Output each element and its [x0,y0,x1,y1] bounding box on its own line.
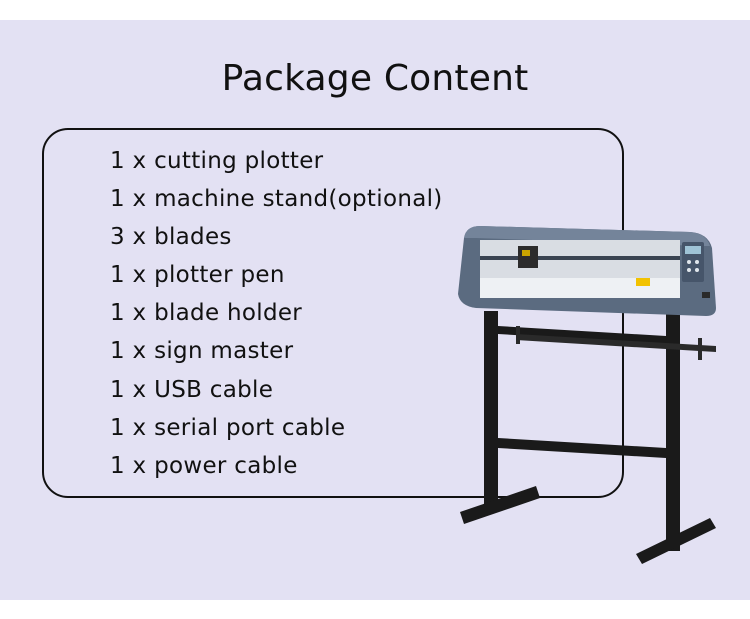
package-item-list: 1 x cutting plotter 1 x machine stand(op… [110,142,443,485]
list-item: 1 x cutting plotter [110,148,324,174]
page-title: Package Content [221,58,529,99]
list-item: 1 x plotter pen [110,262,285,289]
list-item: 1 x machine stand(optional) [110,186,443,213]
list-item: 1 x blade holder [110,300,303,327]
list-item: 1 x sign master [110,338,294,365]
list-item: 1 x serial port cable [110,414,346,441]
plotter-body-icon [458,226,716,316]
list-item: 1 x USB cable [110,376,274,403]
stand-icon [460,311,716,564]
banner-canvas: Package Content 1 x cutting plotter 1 x … [0,20,750,600]
cutting-plotter-image [458,226,716,564]
list-item: 3 x blades [110,224,232,251]
list-item: 1 x power cable [110,452,298,479]
